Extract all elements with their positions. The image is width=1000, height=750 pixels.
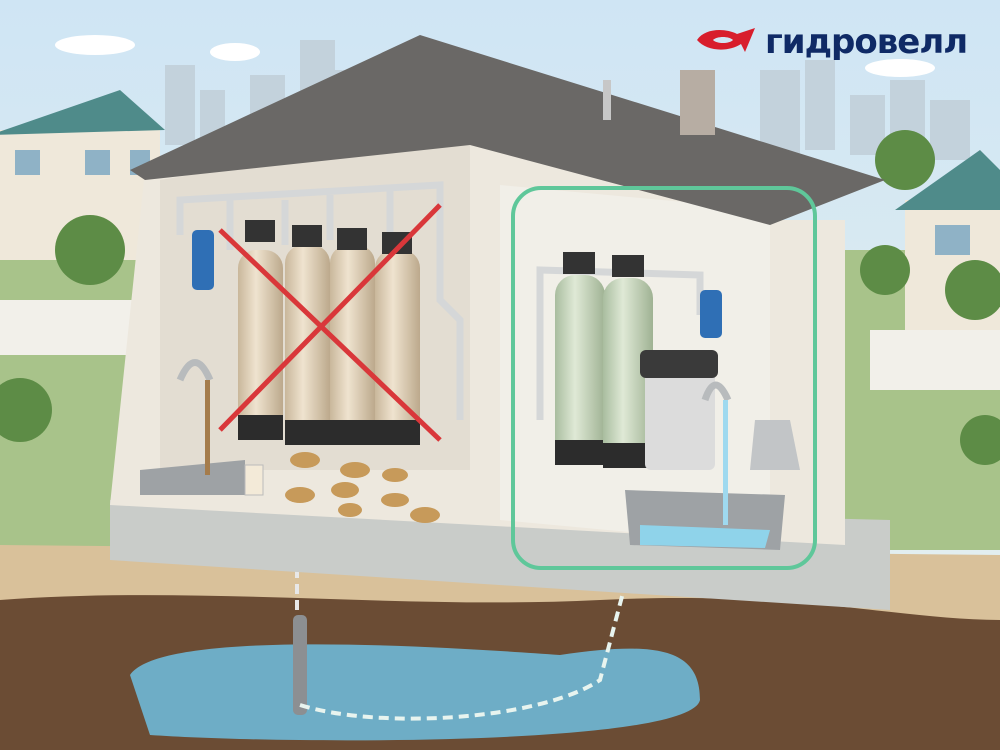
chimney	[680, 70, 715, 135]
red-cross-mark	[218, 203, 442, 442]
glass	[244, 464, 264, 496]
brand-logo-text: гидровелл	[765, 22, 968, 62]
new-sink	[625, 381, 785, 550]
vent-pipe	[603, 80, 611, 120]
clouds	[55, 35, 935, 77]
aquifer-water	[130, 644, 700, 741]
old-sink	[140, 359, 264, 496]
brine-tank	[645, 355, 715, 470]
new-cartridge-filter	[700, 290, 722, 338]
fences	[0, 300, 1000, 390]
kettle	[750, 420, 800, 470]
water-flow-line	[299, 584, 627, 721]
highlight-frame	[511, 186, 817, 570]
roof	[130, 35, 885, 225]
well-pump	[293, 615, 307, 715]
new-filter-tanks	[555, 252, 800, 470]
brand-logo: гидровелл	[695, 22, 968, 62]
old-cartridge-filter	[192, 230, 214, 290]
clean-water	[723, 400, 728, 525]
sediment-discs	[285, 452, 440, 523]
brand-logo-icon	[697, 28, 755, 52]
dirty-water	[205, 380, 210, 475]
trees	[0, 130, 1000, 465]
